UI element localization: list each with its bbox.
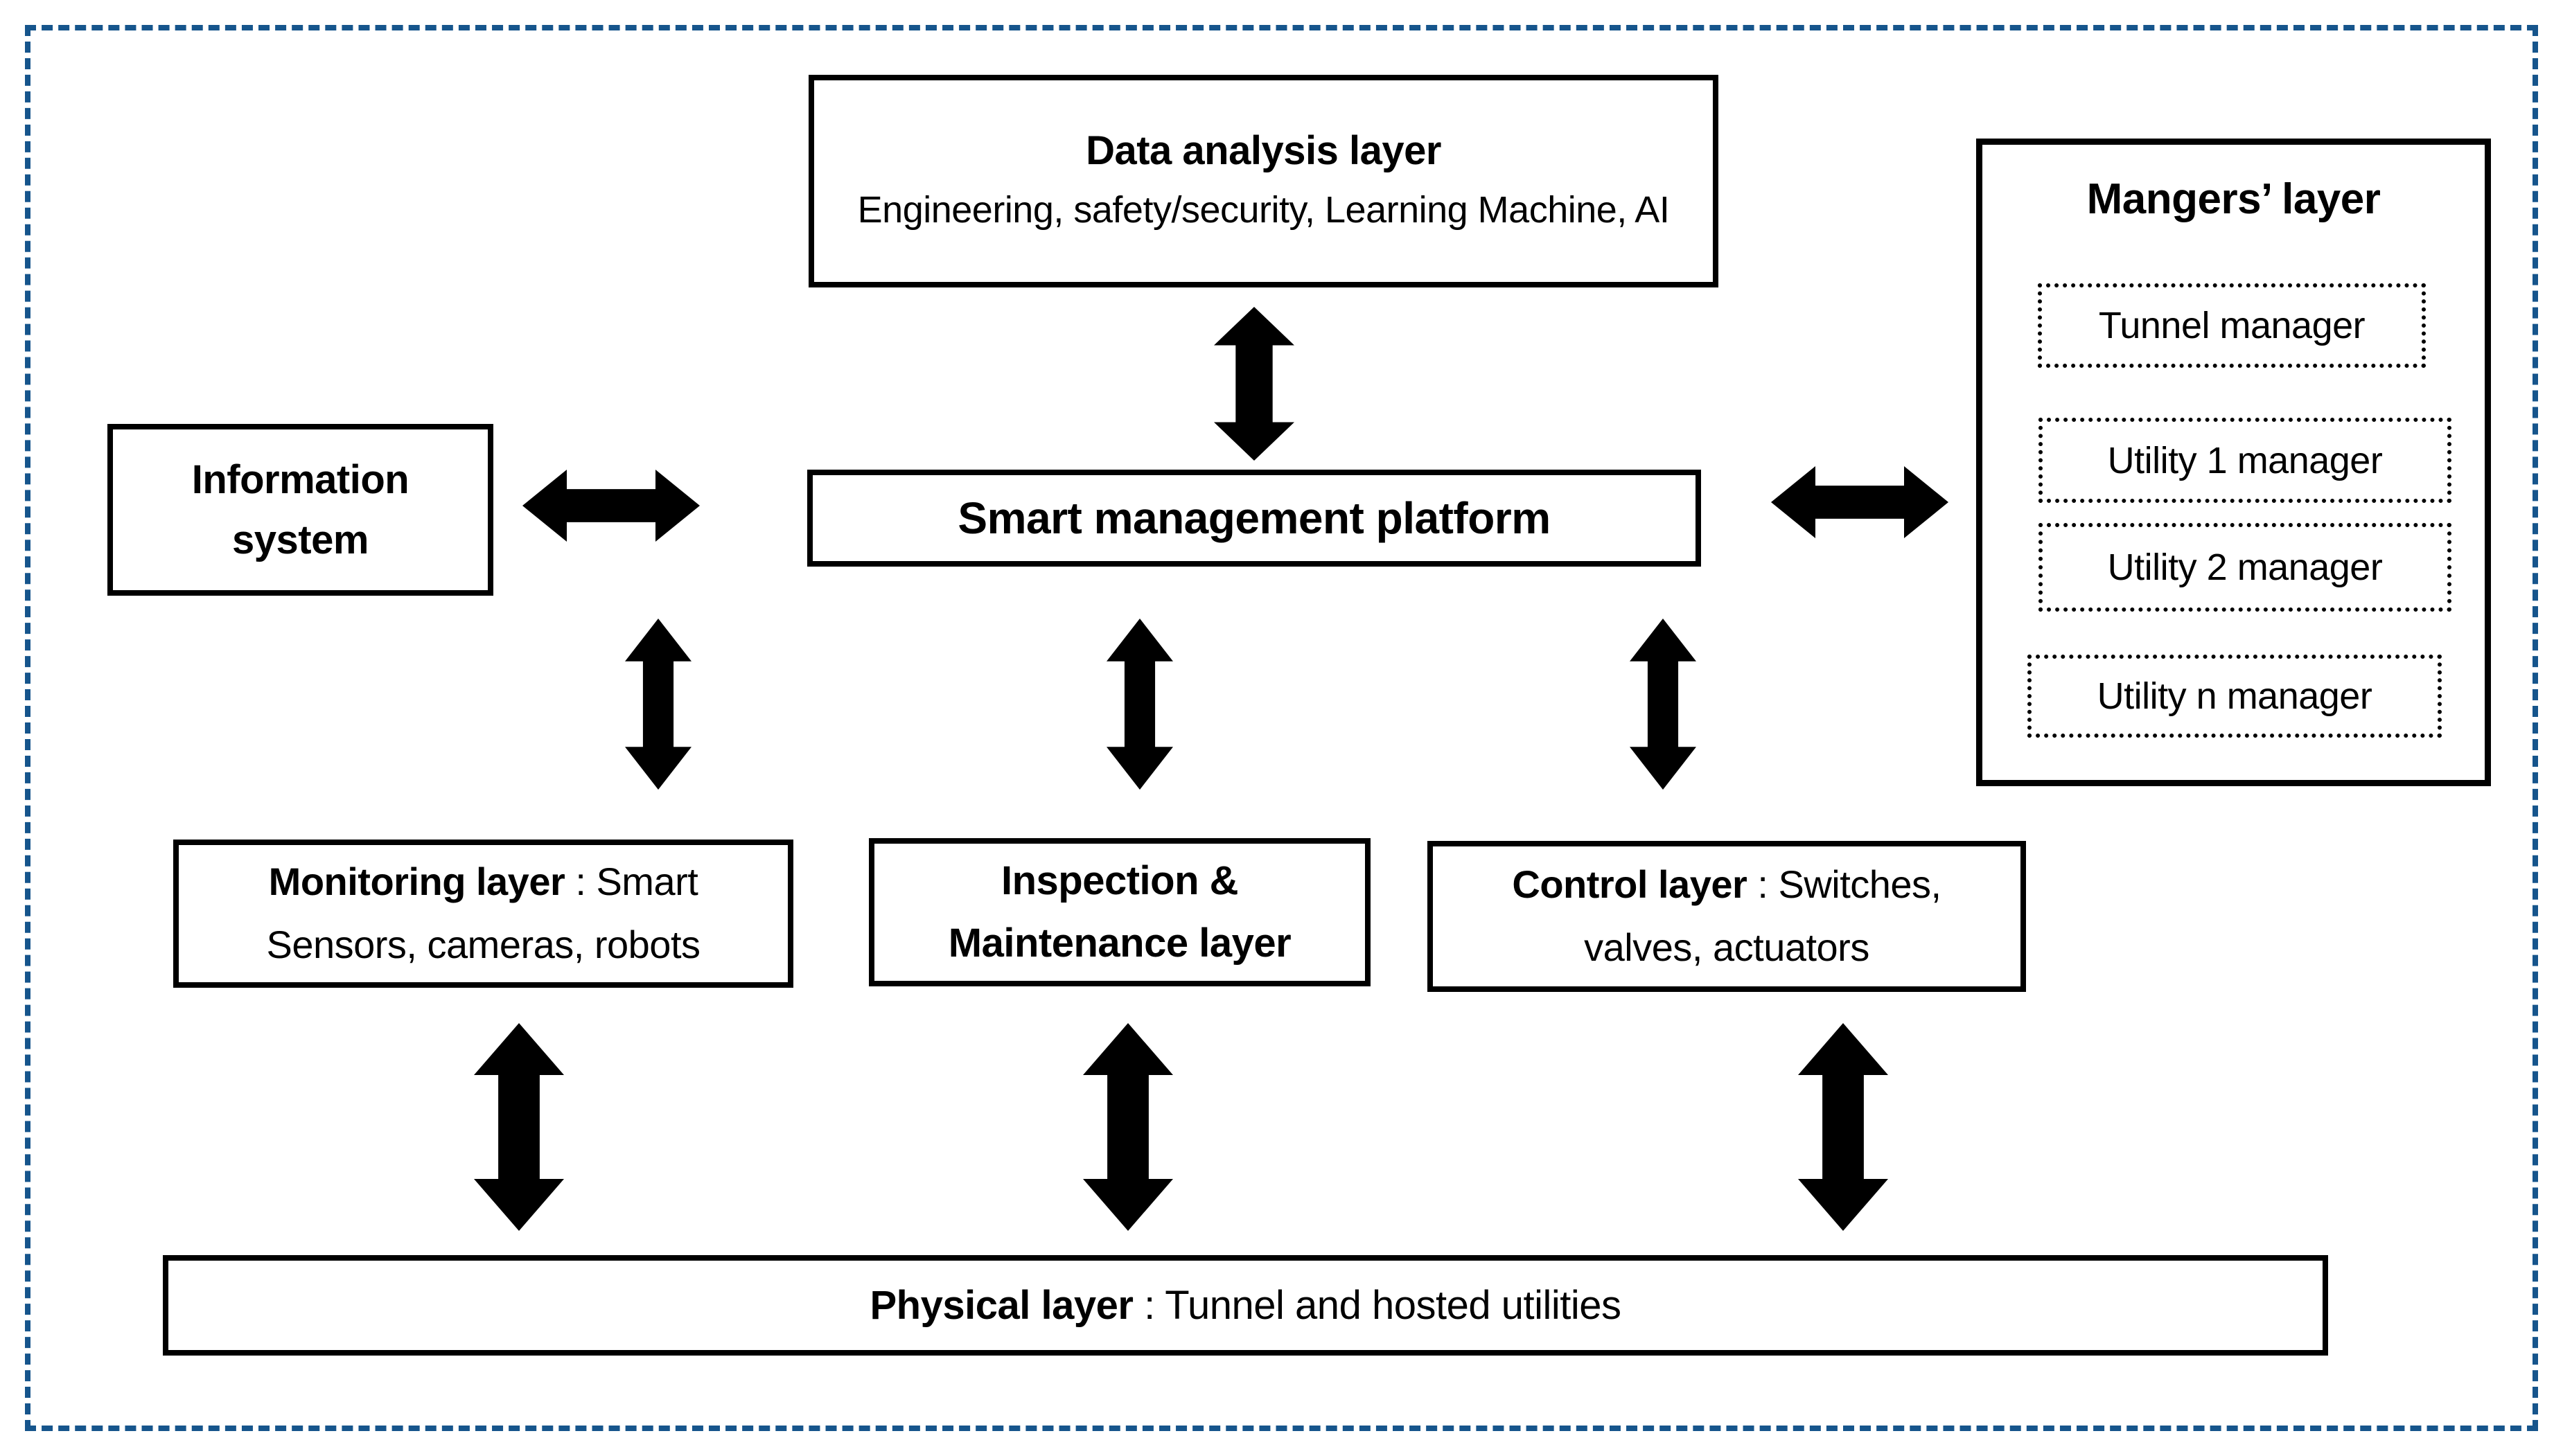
tunnel-manager-label: Tunnel manager bbox=[2098, 305, 2366, 346]
monitoring-layer-text: Monitoring layer : Smart Sensors, camera… bbox=[203, 851, 764, 976]
monitoring-layer-separator: : bbox=[565, 860, 597, 904]
inspection-maintenance-layer-box: Inspection & Maintenance layer bbox=[869, 838, 1371, 986]
monitoring-layer-label: Monitoring layer bbox=[268, 860, 565, 904]
utility-2-manager-label: Utility 2 manager bbox=[2107, 547, 2383, 588]
utility-1-manager-label: Utility 1 manager bbox=[2107, 439, 2383, 481]
inspection-maintenance-layer-title: Inspection & Maintenance layer bbox=[948, 858, 1292, 966]
data-analysis-layer-box: Data analysis layer Engineering, safety/… bbox=[809, 75, 1718, 287]
physical-layer-label: Physical layer bbox=[870, 1283, 1134, 1328]
physical-layer-description: Tunnel and hosted utilities bbox=[1165, 1283, 1621, 1328]
control-layer-description: Switches, valves, actuators bbox=[1584, 862, 1941, 969]
utility-1-manager-box: Utility 1 manager bbox=[2038, 418, 2451, 503]
smart-management-platform-box: Smart management platform bbox=[807, 470, 1701, 567]
physical-layer-box: Physical layer : Tunnel and hosted utili… bbox=[163, 1255, 2328, 1356]
utility-n-manager-box: Utility n manager bbox=[2027, 655, 2442, 738]
control-layer-box: Control layer : Switches, valves, actuat… bbox=[1427, 841, 2026, 992]
managers-layer-box: Mangers’ layer Tunnel manager Utility 1 … bbox=[1976, 139, 2491, 786]
managers-layer-title: Mangers’ layer bbox=[2086, 175, 2381, 223]
utility-n-manager-label: Utility n manager bbox=[2097, 675, 2372, 717]
monitoring-layer-box: Monitoring layer : Smart Sensors, camera… bbox=[173, 840, 793, 988]
smart-management-platform-title: Smart management platform bbox=[958, 493, 1551, 543]
physical-layer-separator: : bbox=[1133, 1283, 1165, 1328]
information-system-title: Information system bbox=[191, 457, 409, 562]
control-layer-label: Control layer bbox=[1512, 862, 1747, 907]
tunnel-manager-box: Tunnel manager bbox=[2038, 283, 2426, 368]
information-system-box: Information system bbox=[107, 424, 493, 596]
control-layer-text: Control layer : Switches, valves, actuat… bbox=[1457, 853, 1996, 979]
physical-layer-text: Physical layer : Tunnel and hosted utili… bbox=[870, 1282, 1621, 1329]
monitoring-layer-description: Smart Sensors, cameras, robots bbox=[266, 860, 701, 966]
data-analysis-layer-title: Data analysis layer bbox=[1086, 127, 1441, 173]
data-analysis-layer-subtitle: Engineering, safety/security, Learning M… bbox=[857, 188, 1670, 231]
utility-2-manager-box: Utility 2 manager bbox=[2038, 523, 2451, 612]
control-layer-separator: : bbox=[1747, 862, 1779, 907]
page-dashed-border bbox=[25, 25, 2538, 1431]
